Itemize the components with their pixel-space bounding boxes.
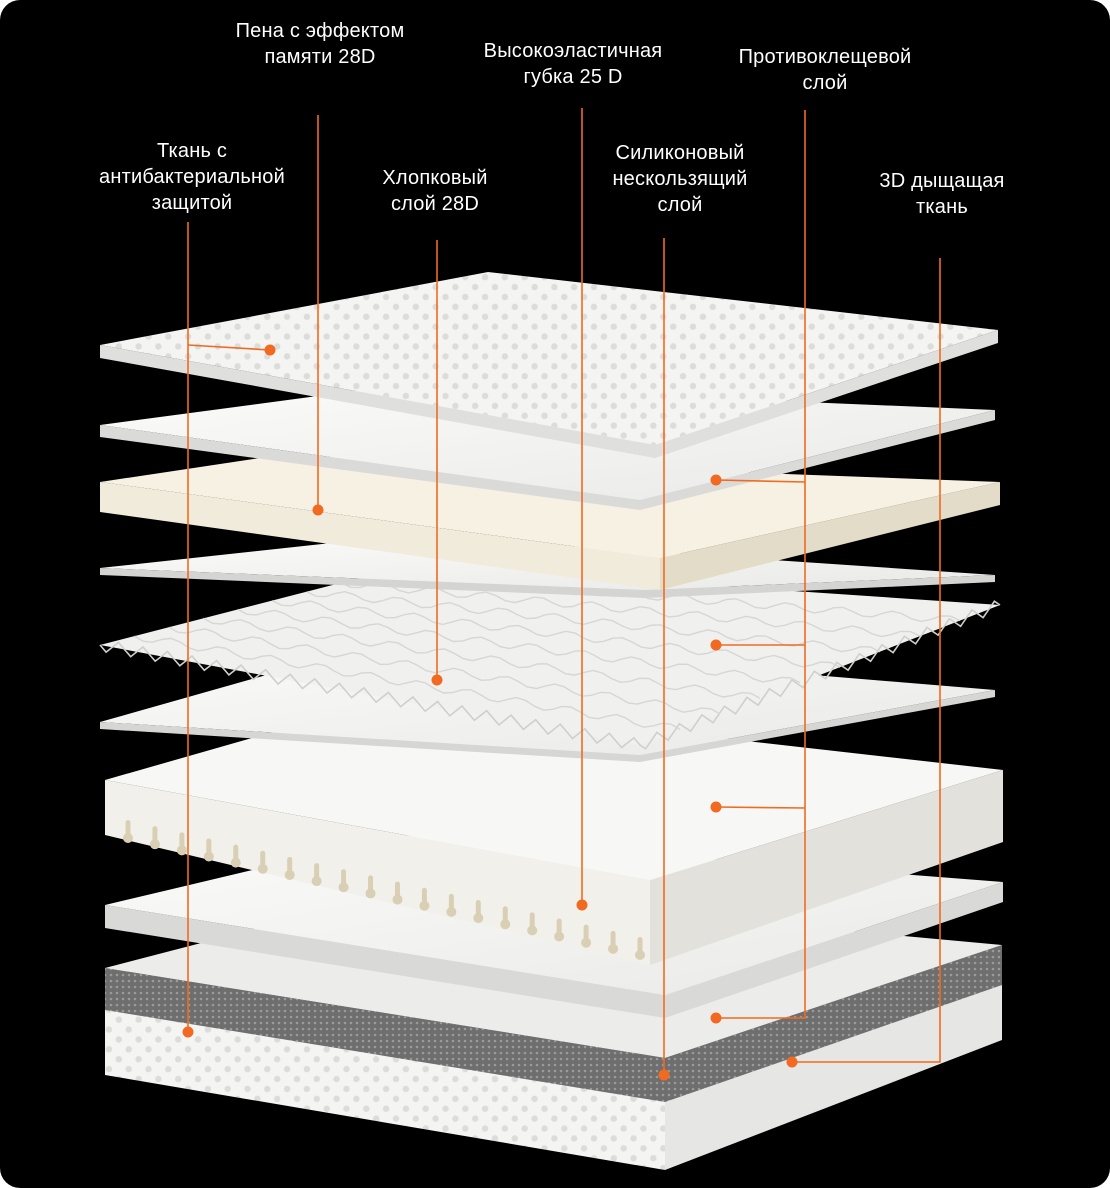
- air-hole: [123, 820, 133, 843]
- sponge-top: [105, 700, 1003, 880]
- callout-leaders: [182, 108, 941, 1081]
- memory-foam-side-front: [100, 482, 660, 590]
- sponge-air-holes: [123, 820, 645, 960]
- egg-crate-wavy-edge: [99, 600, 1001, 750]
- air-hole: [149, 826, 160, 850]
- leader-anti-mite-branch-3: [715, 806, 806, 809]
- leader-breathable-3d-fabric: [792, 258, 941, 1063]
- label-anti-mite-layer: Противоклещевой слой: [738, 46, 912, 94]
- leader-memory-foam-dot: [312, 504, 324, 516]
- top-fabric-surface: [100, 272, 998, 445]
- anti-mite-side: [105, 882, 1003, 1018]
- memory-foam-side-right: [660, 482, 1000, 590]
- layer-top-quilted-fabric: [100, 272, 998, 458]
- leader-antibacterial-fabric-dot: [182, 1026, 194, 1038]
- egg-crate-ridge: [271, 599, 841, 668]
- thin-sheet-edge: [100, 568, 995, 598]
- sponge-side-front: [105, 780, 650, 965]
- air-hole: [581, 924, 592, 948]
- egg-crate-ridge: [237, 608, 801, 684]
- air-hole: [635, 937, 645, 960]
- air-hole: [527, 912, 538, 936]
- base-mesh-band-right: [665, 945, 1002, 1102]
- top-fabric-edge: [100, 330, 998, 458]
- base-mesh-band-front: [105, 968, 665, 1102]
- leader-silicone-layer-dot: [658, 1069, 670, 1081]
- air-hole: [284, 856, 295, 880]
- egg-crate-ridge: [134, 635, 681, 731]
- air-hole: [230, 844, 241, 868]
- leader-antibacterial-fabric-top: [187, 344, 271, 351]
- air-hole: [608, 930, 619, 954]
- air-hole: [365, 875, 376, 899]
- leader-anti-mite-branch-1: [715, 479, 806, 483]
- air-hole: [392, 881, 403, 905]
- layer-high-elastic-sponge: [105, 700, 1003, 965]
- egg-crate-ridge: [202, 617, 761, 699]
- silicone-sheet-edge: [100, 690, 995, 762]
- leader-anti-mite-layer-dot: [710, 1012, 722, 1024]
- leader-anti-mite-branch-3-dot: [710, 801, 722, 813]
- air-hole: [473, 900, 484, 924]
- air-hole: [257, 850, 268, 874]
- air-hole: [554, 918, 565, 942]
- sponge-side-right: [650, 770, 1003, 965]
- label-cotton-layer: Хлопковый слой 28D: [382, 167, 488, 215]
- leader-anti-mite-branch-2-dot: [710, 639, 722, 651]
- leader-breathable-3d-fabric-dot: [786, 1056, 798, 1068]
- air-hole: [338, 869, 349, 893]
- air-hole: [203, 838, 214, 862]
- air-hole: [419, 887, 430, 911]
- leader-high-elastic-sponge-dot: [576, 899, 588, 911]
- leader-cotton-layer-dot: [431, 674, 443, 686]
- air-hole: [176, 832, 187, 856]
- egg-crate-ridge: [168, 626, 721, 715]
- label-high-elastic-sponge: Высокоэластичная губка 25 D: [483, 40, 663, 88]
- label-antibacterial-fabric: Ткань с антибактериальной защитой: [99, 140, 285, 214]
- label-silicone-layer: Силиконовый нескользящий слой: [612, 142, 748, 216]
- label-memory-foam: Пена с эффектом памяти 28D: [235, 20, 405, 68]
- leader-antibacterial-fabric-top-dot: [264, 344, 276, 356]
- air-hole: [500, 906, 511, 930]
- leader-anti-mite-branch-1-dot: [710, 474, 722, 486]
- air-hole: [446, 893, 457, 917]
- egg-crate-surface: [100, 565, 1000, 745]
- leader-anti-mite-layer: [716, 110, 806, 1019]
- label-breathable-3d-fabric: 3D дыщащая ткань: [879, 170, 1005, 218]
- air-hole: [311, 863, 322, 887]
- textured-sheet-edge: [100, 410, 995, 510]
